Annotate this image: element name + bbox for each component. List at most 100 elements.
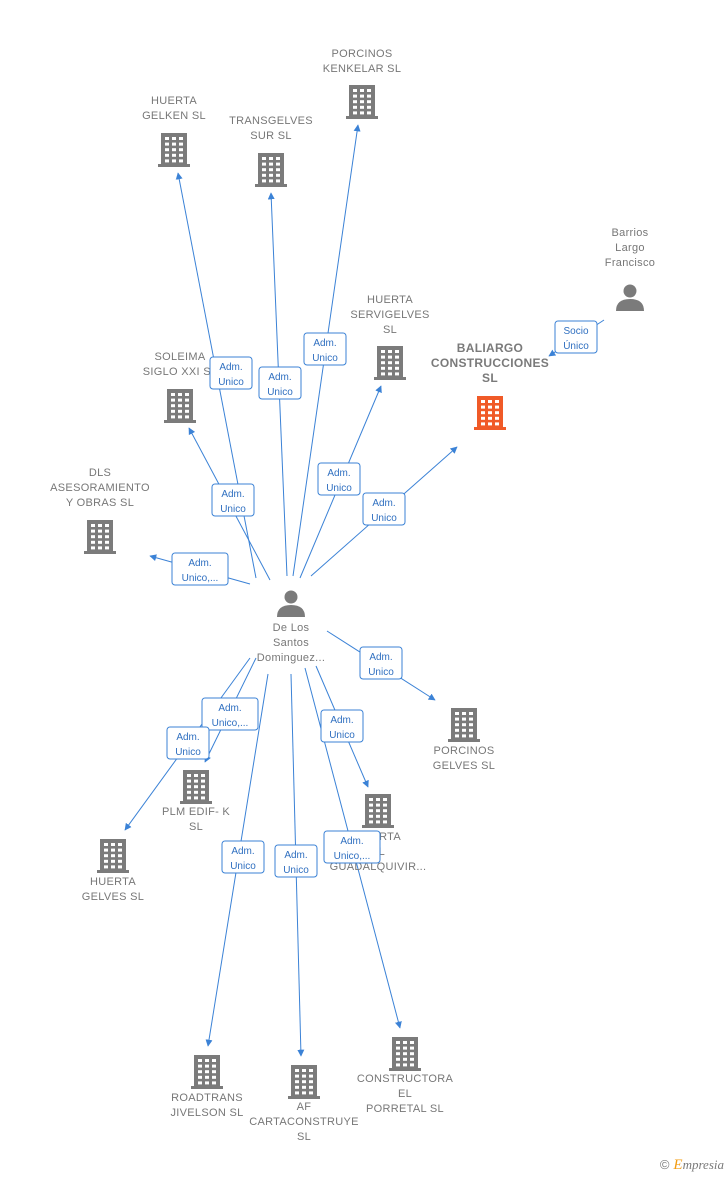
building-icon [288,1065,320,1099]
node-label: CONSTRUCTORA [357,1073,454,1085]
node-label: SOLEIMA [154,351,205,363]
role-badge-text: Socio [563,326,588,337]
building-base [255,184,287,187]
role-badge-text: Unico [220,504,246,515]
building-window [262,179,266,183]
edge-role-badge[interactable]: Adm.Unico [221,840,265,874]
building-window [495,405,499,409]
building-window [105,535,109,539]
building-window [481,416,485,420]
building-window [403,1052,407,1056]
building-window [172,137,176,140]
building-window [91,535,95,539]
building-window [381,355,385,359]
node-label: PLM EDIF- K [162,806,230,818]
building-window [179,153,183,157]
building-window [495,422,499,426]
building-window [360,100,364,104]
role-badge-text: Unico,... [212,718,249,729]
building-window [276,168,280,172]
building-window [462,728,466,732]
building-window [488,405,492,409]
node-label: PORCINOS [331,48,392,60]
node-label: GELKEN SL [142,110,206,122]
role-badge-text: Unico [175,747,201,758]
building-window [194,796,198,800]
building-window [198,1081,202,1085]
building-window [185,398,189,402]
building-window [98,546,102,550]
building-window [205,1070,209,1074]
building-window [205,1059,209,1062]
building-window [201,796,205,800]
edge-role-badge[interactable]: Adm.Unico [258,366,302,400]
building-window [276,157,280,160]
building-window [455,734,459,738]
role-badge-text: Unico,... [334,851,371,862]
edge-role-badge[interactable]: Adm.Unico [209,356,253,390]
role-badge-box [303,332,347,366]
building-window [187,779,191,783]
building-window [376,814,380,818]
role-badge-text: Adm. [330,715,353,726]
building-window [495,416,499,420]
role-badge-box [323,830,381,864]
building-window [198,1070,202,1074]
edge-role-badge[interactable]: Adm.Unico [362,492,406,526]
building-window [198,1059,202,1062]
building-window [165,159,169,163]
building-window [171,393,175,396]
edge-role-badge[interactable]: Adm.Unico [211,483,255,517]
node-label: PORRETAL SL [366,1103,444,1115]
building-window [98,535,102,539]
building-window [302,1069,306,1072]
edge-role-badge[interactable]: Adm.Unico,... [201,697,259,731]
edge-role-badge[interactable]: Adm.Unico [166,726,210,760]
building-window [376,820,380,824]
building-base [362,825,394,828]
role-badge-text: Adm. [219,362,242,373]
role-badge-text: Adm. [369,652,392,663]
node-label: ASESORAMIENTO [50,482,150,494]
building-window [295,1080,299,1084]
building-window [488,416,492,420]
building-window [205,1081,209,1085]
role-badge-text: Adm. [284,850,307,861]
node-label: SL [482,371,498,385]
building-icon [362,794,394,828]
building-window [212,1070,216,1074]
building-window [269,168,273,172]
edge-role-badge[interactable]: Adm.Unico [359,646,403,680]
role-badge-box [317,462,361,496]
building-window [395,366,399,370]
node-label: De Los [273,622,310,634]
edge-role-badge[interactable]: Adm.Unico [274,844,318,878]
building-window [201,779,205,783]
building-window [262,157,266,160]
node-plm-edif[interactable]: PLM EDIF- KSL [162,770,230,833]
building-base [374,377,406,380]
building-window [309,1069,313,1072]
edge-role-badge[interactable]: Adm.Unico [317,462,361,496]
edge-role-badge[interactable]: Adm.Unico,... [171,552,229,586]
edge-role-badge[interactable]: Adm.Unico [320,709,364,743]
edge-role-badge[interactable]: Adm.Unico,... [323,830,381,864]
building-window [309,1080,313,1084]
edge-role-badge[interactable]: Adm.Unico [303,332,347,366]
node-de-los-santos[interactable]: De LosSantosDominguez... [257,590,325,665]
